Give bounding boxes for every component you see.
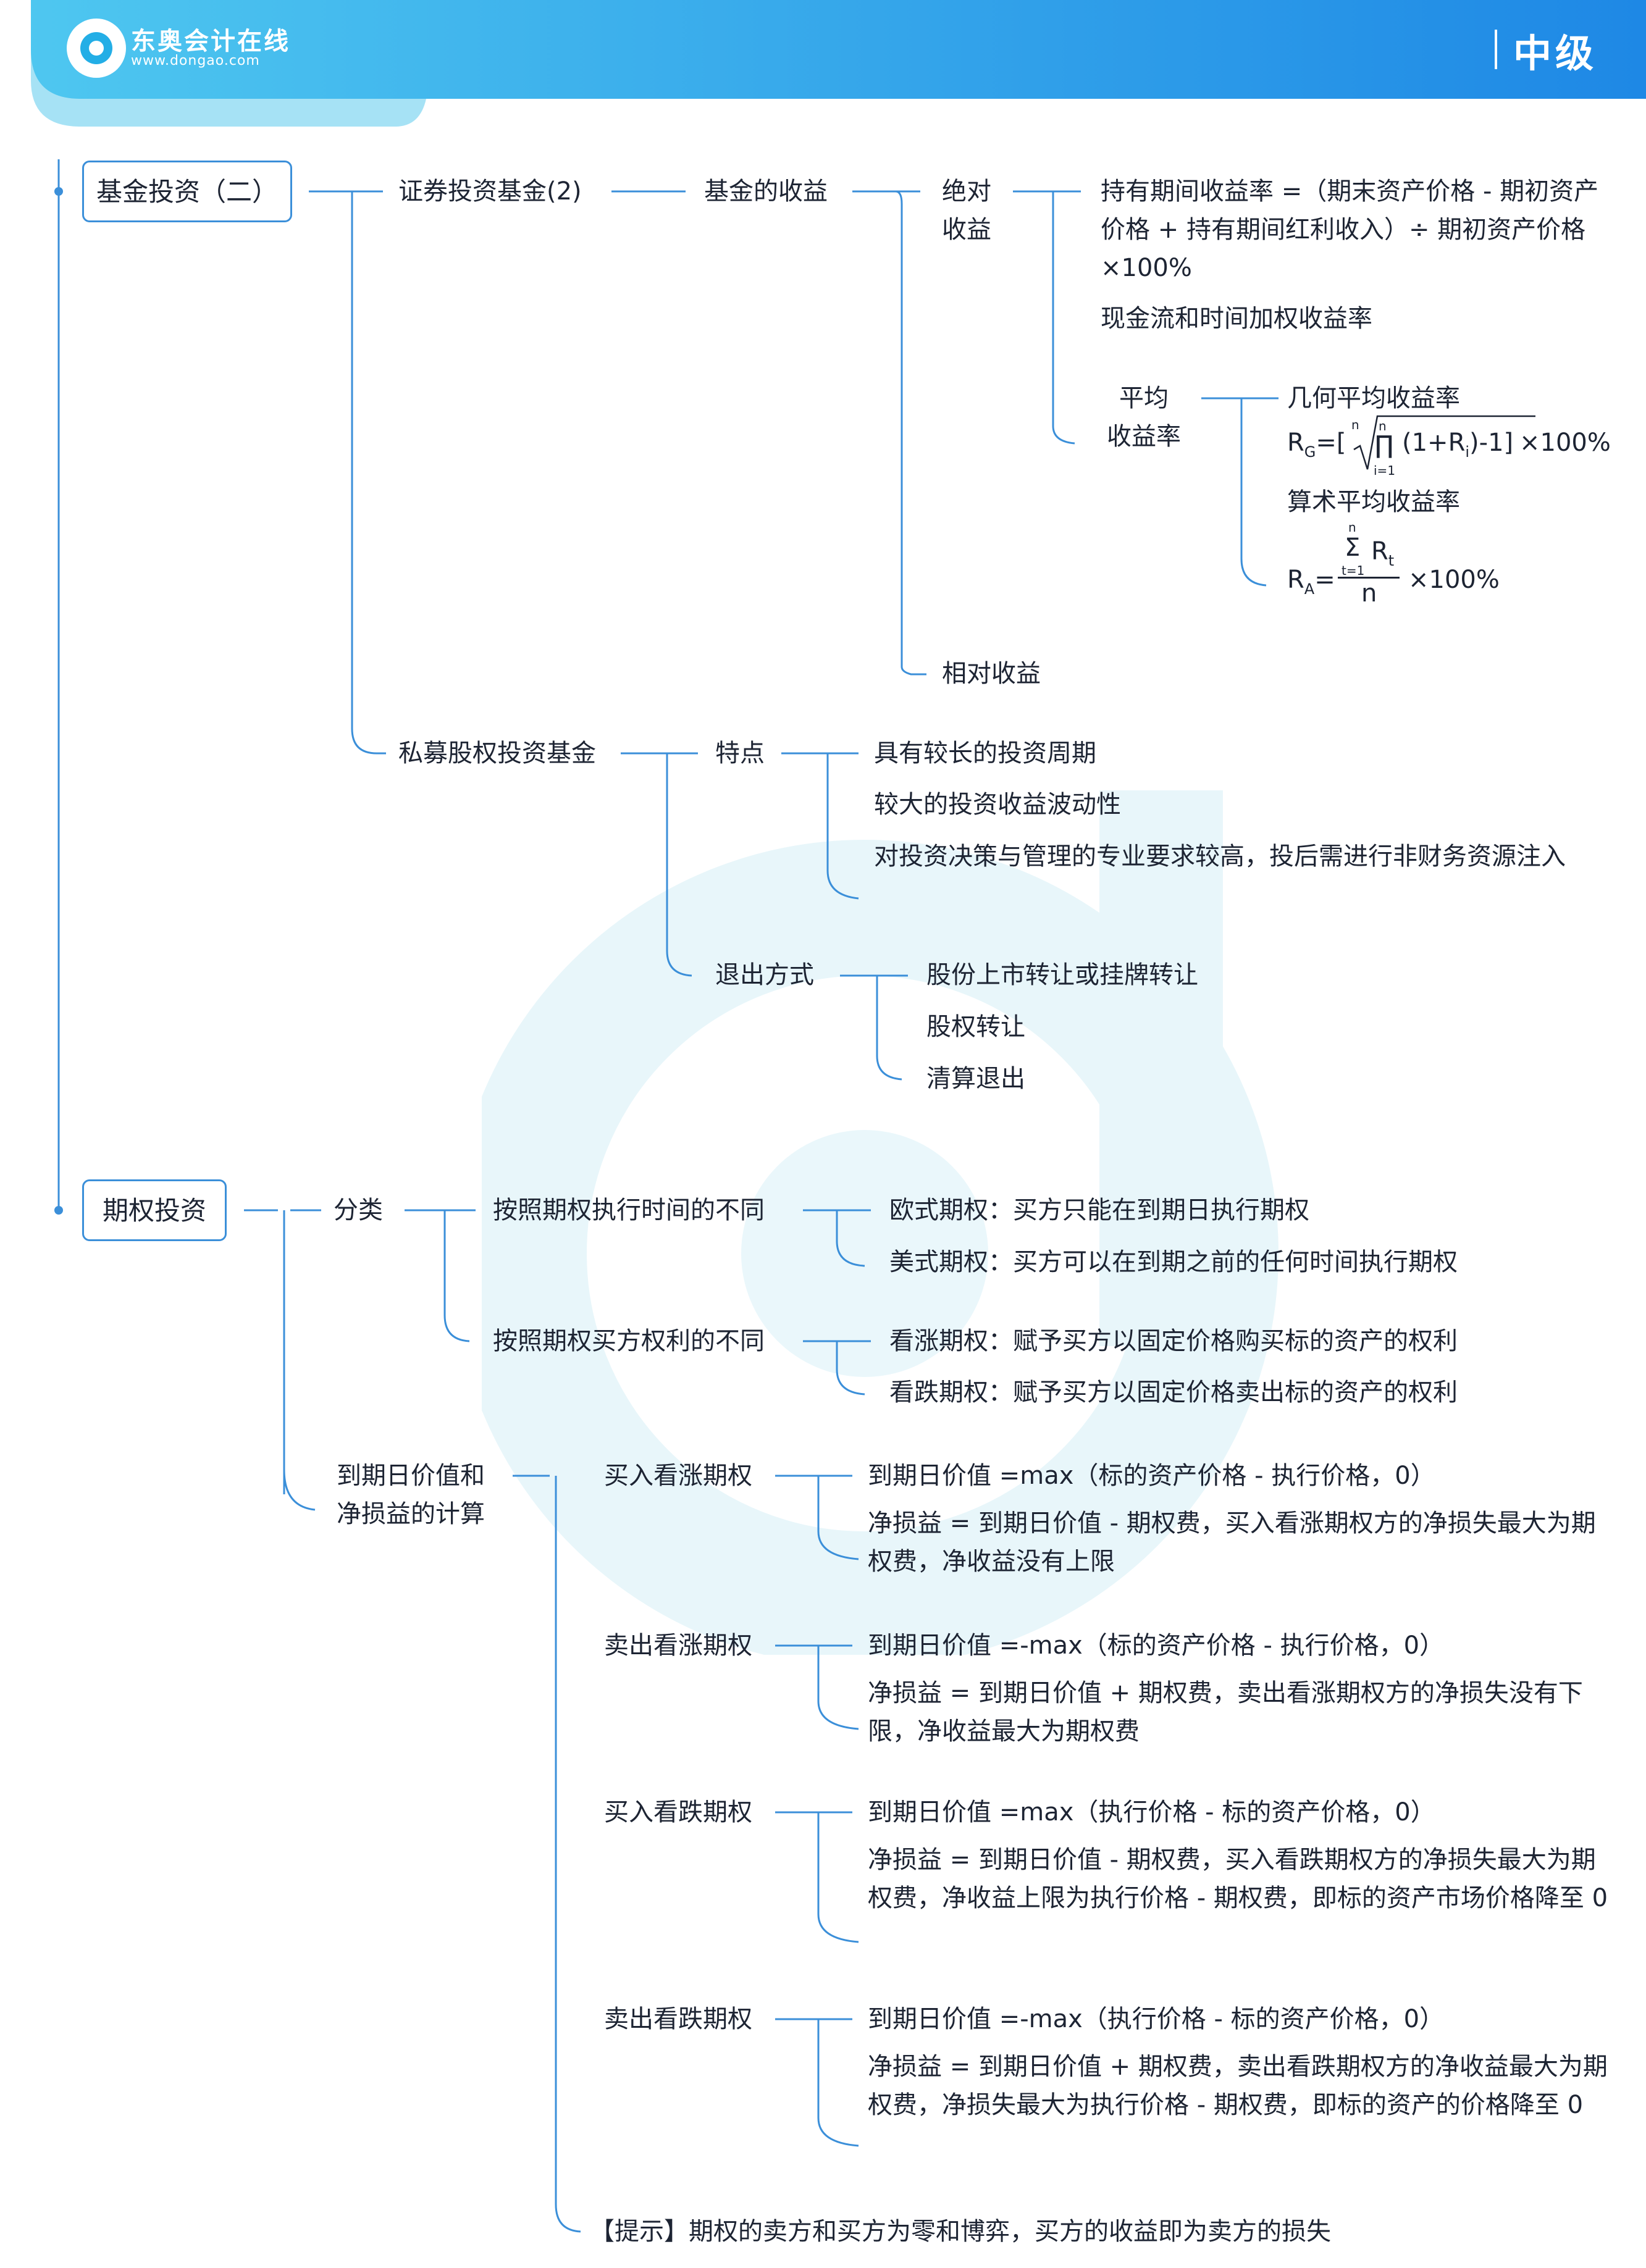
node-by-exercise-time: 按照期权执行时间的不同 bbox=[493, 1196, 765, 1224]
position-pnl: 净损益 = 到期日价值 - 期权费，买入看跌期权方的净损失最大为期权费，净收益上… bbox=[868, 1846, 1608, 1912]
node-cashflow-time-weighted-rate: 现金流和时间加权收益率 bbox=[1101, 304, 1372, 333]
geo-lhs-sub: G bbox=[1304, 443, 1316, 461]
position-pnl: 净损益 = 到期日价值 + 期权费，卖出看涨期权方的净损失没有下限，净收益最大为… bbox=[868, 1679, 1583, 1746]
arith-sum-bottom: t=1 bbox=[1342, 563, 1365, 578]
arith-lhs-sub: A bbox=[1304, 580, 1315, 598]
node-geometric-average: 几何平均收益率 bbox=[1287, 384, 1460, 412]
radical-sign bbox=[1353, 415, 1535, 470]
position-name: 卖出看跌期权 bbox=[604, 2005, 752, 2033]
geo-term: (1+R bbox=[1402, 429, 1466, 457]
geo-times: ×100% bbox=[1519, 429, 1611, 457]
exit-item: 股权转让 bbox=[926, 1013, 1025, 1041]
position-name: 卖出看涨期权 bbox=[604, 1631, 752, 1660]
arith-eq: = bbox=[1314, 566, 1335, 594]
position-name: 买入看涨期权 bbox=[604, 1462, 752, 1490]
arith-sum-sym: Σ bbox=[1345, 534, 1361, 562]
class-item: 欧式期权：买方只能在到期日执行期权 bbox=[889, 1196, 1309, 1224]
geo-eq: = bbox=[1316, 429, 1337, 457]
class-item: 看跌期权：赋予买方以固定价格卖出标的资产的权利 bbox=[889, 1378, 1458, 1407]
exit-item: 股份上市转让或挂牌转让 bbox=[926, 961, 1198, 989]
class-item: 美式期权：买方可以在到期之前的任何时间执行期权 bbox=[889, 1248, 1458, 1276]
node-private-equity-fund: 私募股权投资基金 bbox=[398, 739, 596, 768]
node-features: 特点 bbox=[715, 739, 765, 768]
geo-close: ] bbox=[1503, 429, 1514, 457]
node-arithmetic-average: 算术平均收益率 bbox=[1287, 488, 1460, 516]
geo-prod-sym: ∏ bbox=[1375, 431, 1394, 459]
level-divider bbox=[1495, 30, 1497, 69]
node-absolute-income: 绝对 收益 bbox=[942, 177, 991, 244]
fraction-bar bbox=[1338, 577, 1400, 579]
node-securities-fund: 证券投资基金(2) bbox=[398, 177, 582, 206]
arith-num-sub: t bbox=[1388, 552, 1395, 569]
position-pnl: 净损益 = 到期日价值 - 期权费，买入看涨期权方的净损失最大为期权费，净收益没… bbox=[868, 1509, 1596, 1576]
geo-open: [ bbox=[1336, 429, 1346, 457]
node-classification: 分类 bbox=[334, 1196, 383, 1224]
node-holding-period-rate: 持有期间收益率 =（期末资产价格 - 期初资产价格 + 持有期间红利收入）÷ 期… bbox=[1101, 177, 1599, 282]
position-pnl: 净损益 = 到期日价值 + 期权费，卖出看跌期权方的净收益最大为期权费，净损失最… bbox=[868, 2052, 1608, 2119]
arith-lhs-group: RA= bbox=[1287, 566, 1335, 598]
formula-geometric: RG=[ n n ∏ i=1 (1+Ri)-1] ×100% bbox=[1285, 412, 1631, 480]
arith-den: n bbox=[1361, 579, 1377, 608]
geo-prod-top: n bbox=[1379, 419, 1387, 433]
node-expiry-value-calc: 到期日价值和 净损益的计算 bbox=[337, 1462, 485, 1528]
node-exit-methods: 退出方式 bbox=[715, 961, 814, 989]
level-label: 中级 bbox=[1513, 31, 1598, 76]
node-relative-income: 相对收益 bbox=[942, 659, 1041, 688]
formula-arithmetic: RA= n Σ t=1 Rt n ×100% bbox=[1285, 520, 1532, 608]
header-banner: 东奥会计在线 www.dongao.com 中级 bbox=[0, 0, 1646, 127]
arith-times: ×100% bbox=[1408, 566, 1500, 594]
root-option-investment: 期权投资 bbox=[82, 1179, 227, 1241]
feature-item: 具有较长的投资周期 bbox=[874, 739, 1096, 768]
position-value: 到期日价值 =max（标的资产价格 - 执行价格，0） bbox=[868, 1462, 1435, 1490]
root-fund-investment: 基金投资（二） bbox=[82, 161, 292, 222]
node-by-buyer-right: 按照期权买方权利的不同 bbox=[493, 1327, 765, 1355]
logo-icon bbox=[67, 19, 126, 78]
geo-term-sub: i bbox=[1465, 443, 1470, 461]
arith-sum-top: n bbox=[1348, 520, 1356, 535]
brand-name: 东奥会计在线 bbox=[131, 27, 290, 56]
position-value: 到期日价值 =max（执行价格 - 标的资产价格，0） bbox=[868, 1798, 1435, 1827]
geo-root-index: n bbox=[1351, 417, 1359, 432]
feature-item: 对投资决策与管理的专业要求较高，投后需进行非财务资源注入 bbox=[874, 842, 1566, 871]
class-item: 看涨期权：赋予买方以固定价格购买标的资产的权利 bbox=[889, 1327, 1458, 1355]
geo-term-end: )-1 bbox=[1469, 429, 1504, 457]
geo-lhs: R bbox=[1287, 429, 1304, 457]
feature-item: 较大的投资收益波动性 bbox=[874, 790, 1121, 819]
arith-num: R bbox=[1371, 537, 1388, 566]
watermark-logo bbox=[482, 790, 1279, 1655]
position-name: 买入看跌期权 bbox=[604, 1798, 752, 1827]
exit-item: 清算退出 bbox=[926, 1065, 1025, 1093]
brand-url: www.dongao.com bbox=[131, 53, 260, 69]
node-fund-income: 基金的收益 bbox=[704, 177, 828, 206]
node-average-rate: 平均 收益率 bbox=[1107, 384, 1181, 451]
position-value: 到期日价值 =-max（标的资产价格 - 执行价格，0） bbox=[868, 1631, 1445, 1660]
geo-prod-bottom: i=1 bbox=[1374, 463, 1396, 478]
position-value: 到期日价值 =-max（执行价格 - 标的资产价格，0） bbox=[868, 2005, 1445, 2033]
tip-note: 【提示】期权的卖方和买方为零和博弈，买方的收益即为卖方的损失 bbox=[590, 2217, 1331, 2246]
arith-lhs: R bbox=[1287, 566, 1304, 594]
